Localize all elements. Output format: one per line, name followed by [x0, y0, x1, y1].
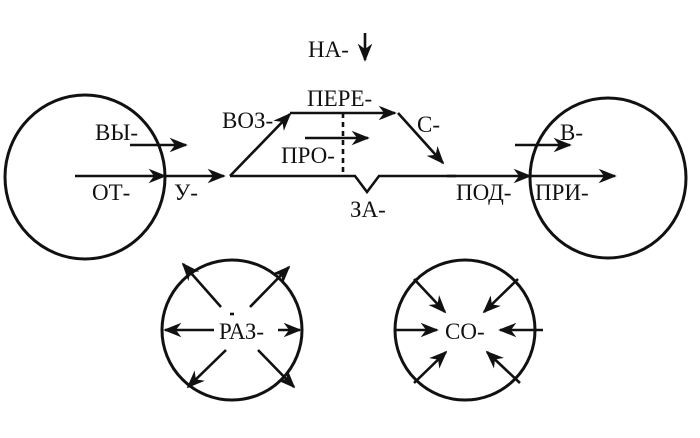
za-notch-line [230, 174, 455, 195]
label-za: ЗА- [350, 197, 386, 222]
label-pere: ПЕРЕ- [307, 86, 372, 111]
label-s: С- [417, 112, 440, 137]
label-voz: ВОЗ- [222, 108, 273, 133]
label-ot: ОТ- [92, 180, 130, 205]
so-diagram: СО- [393, 258, 543, 402]
label-v: В- [560, 120, 583, 145]
label-na: НА- [308, 37, 349, 62]
label-pod: ПОД- [456, 180, 511, 205]
label-pro: ПРО- [281, 143, 335, 168]
target-circle [528, 96, 688, 260]
raz-diagram: РАЗ- [160, 258, 304, 402]
s-arrow [397, 112, 445, 165]
voz-arrow [229, 112, 292, 177]
label-pri: ПРИ- [535, 180, 589, 205]
label-so: СО- [445, 319, 485, 344]
label-raz: РАЗ- [219, 319, 264, 344]
label-vy: ВЫ- [95, 120, 138, 145]
label-u: У- [174, 180, 198, 205]
